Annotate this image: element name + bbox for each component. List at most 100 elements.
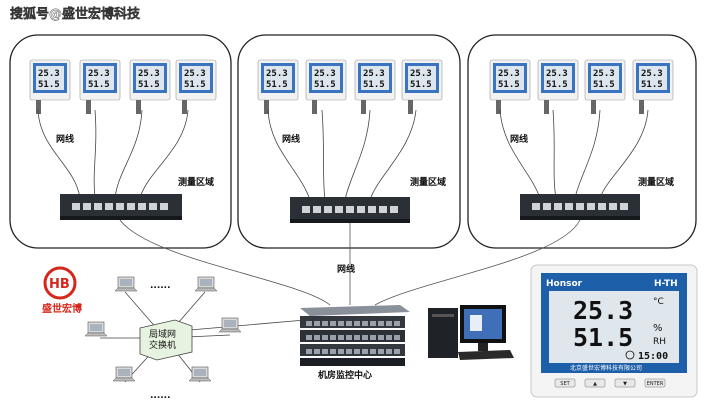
mini-sensor-humidity: 51.5 <box>88 80 110 90</box>
switch-port <box>357 206 365 213</box>
workstation-pc <box>112 366 136 382</box>
rack-port <box>394 321 400 326</box>
device-company: 北京盛世宏博科技有限公司 <box>570 364 642 372</box>
workstation-pc <box>84 321 108 337</box>
device-buttons: SET▲▼ENTER <box>554 378 666 388</box>
mini-sensor-temp: 25.3 <box>138 69 160 79</box>
switch-port <box>324 206 332 213</box>
network-switch-1 <box>60 194 182 220</box>
control-center-label: 机房监控中心 <box>318 369 372 381</box>
mini-sensor: 25.351.5 <box>305 59 347 114</box>
mini-sensor-temp: 25.3 <box>88 69 110 79</box>
rack-port <box>386 349 392 354</box>
workstation-pc <box>194 276 218 292</box>
rack-port <box>386 321 392 326</box>
lan-switch-label-1: 局域网 <box>149 328 176 340</box>
rack-port <box>314 321 320 326</box>
switch-port <box>94 203 102 210</box>
mini-sensor-temp: 25.3 <box>314 69 336 79</box>
mini-sensor: 25.351.5 <box>354 59 396 114</box>
rack-port <box>330 321 336 326</box>
device-button[interactable] <box>614 378 636 388</box>
rack-port <box>378 349 384 354</box>
switch-port <box>105 203 113 210</box>
rack-port <box>354 321 360 326</box>
lan-switch-label-2: 交换机 <box>149 339 176 351</box>
rack-port <box>314 335 320 340</box>
device-humidity: 51.5 <box>573 323 633 352</box>
rack-port <box>306 321 312 326</box>
sensor-device-large: Honsor H-TH 25.3 °C 51.5 % RH 15:00 北京盛世… <box>530 264 698 398</box>
device-button[interactable] <box>584 378 606 388</box>
switch-port <box>554 203 562 210</box>
cables-2 <box>267 109 417 201</box>
mini-sensor-humidity: 51.5 <box>546 80 568 90</box>
rack-port <box>378 321 384 326</box>
device-button[interactable] <box>644 378 666 388</box>
switch-port <box>598 203 606 210</box>
mini-sensor-temp: 25.3 <box>410 69 432 79</box>
switch-port <box>116 203 124 210</box>
rack-port <box>322 321 328 326</box>
switch-port <box>620 203 628 210</box>
mini-sensor-temp: 25.3 <box>593 69 615 79</box>
mini-sensor: 25.351.5 <box>257 59 299 114</box>
switch-port <box>313 206 321 213</box>
cables-1 <box>37 109 189 199</box>
mini-sensor-humidity: 51.5 <box>138 80 160 90</box>
mini-sensor-temp: 25.3 <box>546 69 568 79</box>
mini-sensor: 25.351.5 <box>175 59 217 114</box>
rack-port <box>306 335 312 340</box>
sensor-group-2: 25.351.525.351.525.351.525.351.5 <box>257 59 443 114</box>
network-switch-3 <box>520 194 640 220</box>
measurement-zone-1: 25.351.525.351.525.351.525.351.5 网线 测量区域 <box>9 34 232 249</box>
rack-port <box>370 335 376 340</box>
rack-port <box>322 335 328 340</box>
area-label-1: 测量区域 <box>178 176 214 188</box>
mini-sensor: 25.351.5 <box>129 59 171 114</box>
mini-sensor-temp: 25.3 <box>184 69 206 79</box>
switch-port <box>576 203 584 210</box>
mini-sensor-humidity: 51.5 <box>498 80 520 90</box>
rack-port <box>338 349 344 354</box>
rack-port <box>330 349 336 354</box>
device-brand: Honsor <box>546 279 583 289</box>
rack-port <box>362 349 368 354</box>
rack-port <box>362 335 368 340</box>
rack-port <box>306 349 312 354</box>
mini-sensor: 25.351.5 <box>584 59 626 114</box>
mini-sensor: 25.351.5 <box>29 59 71 114</box>
switch-port <box>368 206 376 213</box>
mini-sensor-temp: 25.3 <box>266 69 288 79</box>
rack-port <box>354 335 360 340</box>
mini-sensor-temp: 25.3 <box>38 69 60 79</box>
mini-sensor-temp: 25.3 <box>498 69 520 79</box>
cable-label-3a: 网线 <box>510 133 528 145</box>
device-button-label: ENTER <box>647 381 664 387</box>
mini-sensor-temp: 25.3 <box>641 69 663 79</box>
device-button[interactable] <box>554 378 576 388</box>
switch-port <box>335 206 343 213</box>
measurement-zone-3: 25.351.525.351.525.351.525.351.5 网线 测量区域 <box>467 34 697 249</box>
watermark-text: 搜狐号@盛世宏博科技 <box>10 6 141 22</box>
workstation-pc <box>114 276 138 292</box>
area-label-3: 测量区域 <box>638 176 674 188</box>
device-button-label: SET <box>560 381 570 387</box>
rack-port <box>394 349 400 354</box>
server-rack <box>300 305 410 366</box>
mini-sensor-humidity: 51.5 <box>363 80 385 90</box>
svg-text:HB: HB <box>49 277 70 292</box>
switch-port <box>83 203 91 210</box>
mini-sensor: 25.351.5 <box>632 59 674 114</box>
device-model: H-TH <box>654 279 678 289</box>
mini-sensor-humidity: 51.5 <box>593 80 615 90</box>
switch-port <box>149 203 157 210</box>
rack-port <box>370 321 376 326</box>
cable-label-1a: 网线 <box>56 133 74 145</box>
rack-port <box>386 335 392 340</box>
more-dots-top: ...... <box>150 281 171 291</box>
device-button-label: ▲ <box>593 381 597 387</box>
switch-port <box>543 203 551 210</box>
switch-port <box>587 203 595 210</box>
workstation-pc <box>188 366 212 382</box>
